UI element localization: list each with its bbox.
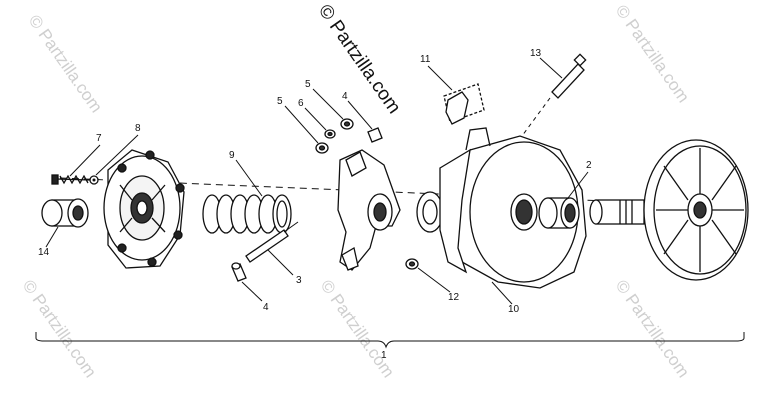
callout-7: 7	[96, 133, 102, 144]
spring-part-9	[202, 194, 292, 234]
callout-6: 6	[298, 98, 304, 109]
bushing-part-14	[41, 198, 89, 228]
bolt-part-13	[551, 53, 587, 99]
callout-9: 9	[229, 150, 235, 161]
bushing-part-2	[538, 197, 580, 229]
callout-14: 14	[38, 247, 50, 258]
assembly-bracket	[35, 332, 745, 349]
nut-part-5b	[340, 118, 354, 130]
spider-assembly	[337, 149, 401, 271]
nut-part-5a	[315, 142, 329, 154]
pin-part-3	[245, 221, 299, 263]
nut-part-12	[405, 258, 419, 270]
callout-13: 13	[530, 48, 542, 59]
callout-12: 12	[448, 292, 460, 303]
stationary-sheave	[589, 139, 749, 281]
cover-plate	[103, 149, 185, 269]
watermark-text: © Partzilla.com	[317, 276, 398, 381]
bracket-part-11	[443, 83, 485, 125]
watermark-text: © Partzilla.com	[612, 276, 693, 381]
callout-3: 3	[296, 275, 302, 286]
roller-part-4	[231, 262, 247, 282]
watermark-text: © Partzilla.com	[612, 1, 693, 106]
callout-5: 5	[277, 96, 283, 107]
watermark-text: © Partzilla.com	[19, 276, 100, 381]
movable-sheave-part-10	[439, 127, 587, 289]
roller-part-4b	[367, 127, 383, 143]
callout-4: 4	[263, 302, 269, 313]
callout-2: 2	[586, 160, 592, 171]
screw-part-7	[51, 174, 91, 185]
callout-8: 8	[135, 123, 141, 134]
callout-4: 4	[342, 91, 348, 102]
callout-11: 11	[420, 54, 431, 65]
callout-5: 5	[305, 79, 311, 90]
watermark-text: © Partzilla.com	[25, 11, 106, 116]
callout-1: 1	[381, 350, 387, 361]
copyright-watermark: © Partzilla.com	[314, 1, 405, 118]
washer-part-6	[324, 129, 336, 139]
callout-10: 10	[508, 304, 520, 315]
washer-ring	[416, 191, 444, 233]
washer-part-8	[89, 175, 99, 185]
